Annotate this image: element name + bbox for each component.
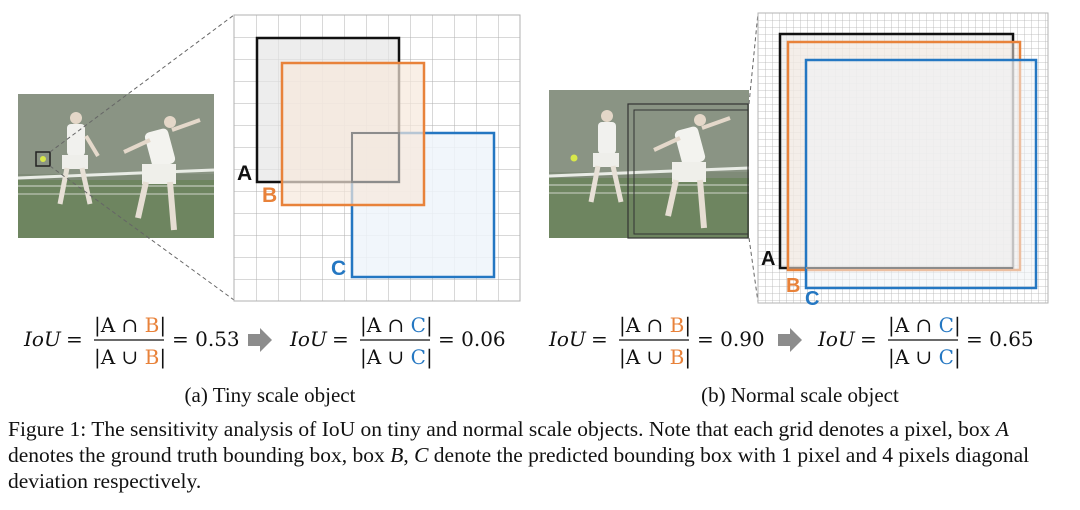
eq2-value-a: = 0.06: [438, 327, 506, 351]
label-b-b: B: [786, 275, 800, 297]
arrow-icon-b: [778, 328, 802, 352]
zoom-line-bottom-b: [748, 237, 759, 303]
eq1-numerator-a: |A ∩ B|: [94, 313, 166, 338]
overlap-ac-a: [351, 132, 400, 183]
eq2-numerator-b: |A ∩ C|: [888, 313, 961, 338]
figure-caption: Figure 1: The sensitivity analysis of Io…: [8, 417, 1030, 493]
label-b-a: B: [262, 184, 277, 207]
equals-sign-b1: =: [591, 327, 608, 351]
iou-lhs-a2: IoU: [289, 327, 328, 351]
iou-lhs-b2: IoU: [817, 327, 856, 351]
label-a-a: A: [237, 162, 252, 185]
box-c-b: [804, 58, 1038, 290]
equals-sign-a2: =: [332, 327, 349, 351]
eq1-denominator-b: |A ∪ B|: [619, 345, 691, 370]
label-a-b: A: [761, 248, 775, 270]
equals-sign-b2: =: [860, 327, 877, 351]
caption-panel-a: (a) Tiny scale object: [185, 383, 356, 407]
eq2-denominator-a: |A ∪ C|: [360, 345, 433, 370]
iou-lhs-a: IoU: [23, 327, 62, 351]
caption-panel-b: (b) Normal scale object: [701, 383, 899, 407]
zoom-line-top-b: [748, 12, 759, 105]
eq1-numerator-b: |A ∩ B|: [619, 313, 691, 338]
eq2-denominator-b: |A ∪ C|: [888, 345, 961, 370]
iou-lhs-b: IoU: [548, 327, 587, 351]
label-c-a: C: [331, 257, 346, 280]
eq1-value-b: = 0.90: [697, 327, 765, 351]
equation-b: IoU = |A ∩ B| |A ∪ B| = 0.90 IoU = |A ∩ …: [548, 313, 1034, 370]
label-c-b: C: [805, 288, 819, 310]
arrow-icon-a: [248, 328, 272, 352]
panel-a: A B C IoU = |A ∩ B| |A ∪ B| = 0.53 IoU =…: [17, 14, 521, 370]
eq1-denominator-a: |A ∪ B|: [94, 345, 166, 370]
eq2-value-b: = 0.65: [966, 327, 1034, 351]
equals-sign-a1: =: [66, 327, 83, 351]
tennis-photo-b: [548, 90, 750, 239]
eq2-numerator-a: |A ∩ C|: [360, 313, 433, 338]
tennis-photo-a: [17, 94, 215, 238]
equation-a: IoU = |A ∩ B| |A ∪ B| = 0.53 IoU = |A ∩ …: [23, 313, 506, 370]
zoom-line-top-a: [49, 14, 235, 153]
zoom-line-bottom-a: [49, 165, 235, 301]
eq1-value-a: = 0.53: [172, 327, 240, 351]
panel-b: A B C IoU = |A ∩ B| |A ∪ B| = 0.90 IoU =…: [548, 12, 1049, 370]
